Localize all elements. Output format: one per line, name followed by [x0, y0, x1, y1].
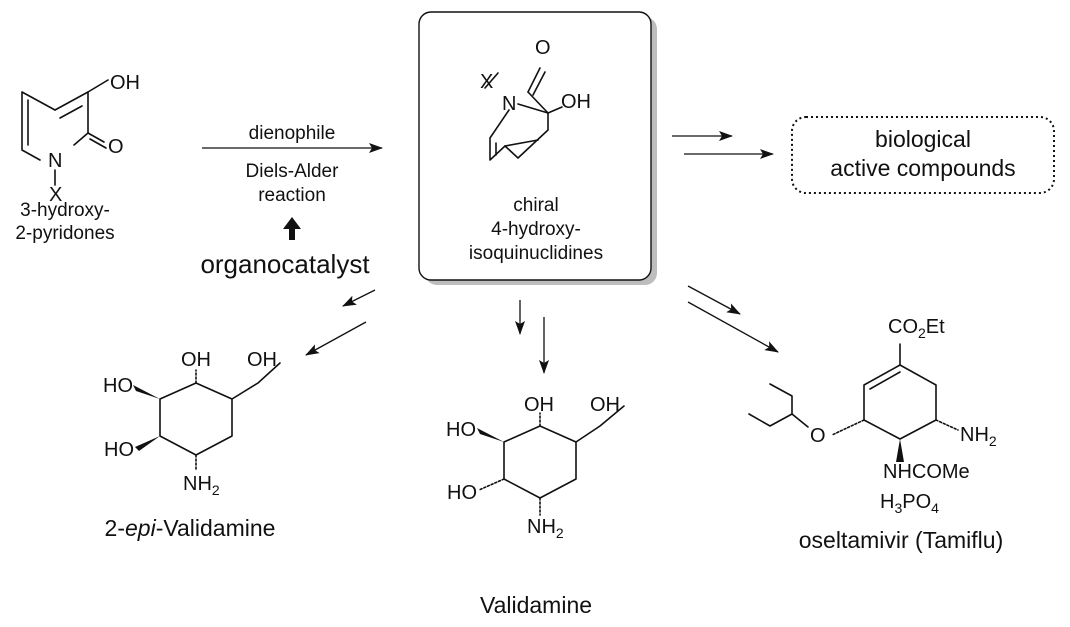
epi-validamine-name: 2-epi-Validamine	[105, 515, 276, 541]
intermediate-name-line2: 4-hydroxy-	[491, 219, 581, 240]
catalyst-up-arrow-icon	[283, 217, 301, 240]
dienophile-label: dienophile	[249, 123, 336, 144]
pyridone-n-label: N	[48, 150, 62, 172]
pyridone-structure: OH O N X	[21, 72, 140, 206]
isoq-n-label: N	[502, 93, 516, 115]
osel-co2et-label: CO2Et	[888, 316, 945, 341]
intermediate-name-line3: isoquinuclidines	[469, 243, 603, 264]
organocatalyst-label: organocatalyst	[200, 249, 370, 279]
pyridone-name-line2: 2-pyridones	[15, 223, 114, 244]
oseltamivir-name: oseltamivir (Tamiflu)	[799, 527, 1003, 553]
pyridone-name-line1: 3-hydroxy-	[20, 200, 110, 221]
val-ho-lower-label: HO	[447, 482, 477, 504]
pyridone-x-label: X	[49, 184, 62, 206]
arrow-to-epi-validamine-2	[305, 321, 367, 356]
pyridone-o-label: O	[108, 136, 124, 158]
arrow-to-oseltamivir-2	[687, 301, 779, 353]
isoq-oh-label: OH	[561, 91, 591, 113]
isoquinuclidine-structure: O X N OH	[480, 37, 591, 161]
diels-alder-label: Diels-Alder	[246, 161, 340, 182]
bioactive-line1: biological	[875, 126, 971, 152]
isoq-x-label: X	[480, 71, 493, 93]
intermediate-box	[418, 11, 652, 281]
osel-o-label: O	[810, 425, 826, 447]
val-oh-top-label: OH	[524, 394, 554, 416]
validamine-structure: OH OH HO HO NH2	[446, 394, 625, 541]
val-oh-ch2-label: OH	[590, 394, 620, 416]
isoq-o-label: O	[535, 37, 551, 59]
val-nh2-label: NH2	[527, 516, 564, 541]
arrow-to-epi-validamine-1	[342, 289, 376, 307]
epi-oh-ch2-label: OH	[247, 349, 277, 371]
reaction-label: reaction	[258, 185, 326, 206]
intermediate-name-line1: chiral	[513, 195, 558, 216]
bioactive-box	[791, 116, 1055, 194]
val-ho-upper-label: HO	[446, 419, 476, 441]
arrow-to-oseltamivir-1	[687, 285, 741, 315]
bioactive-line2: active compounds	[830, 155, 1015, 181]
epi-ho-lower-label: HO	[104, 439, 134, 461]
epi-validamine-structure: OH OH HO HO NH2	[103, 349, 281, 498]
epi-oh-top-label: OH	[181, 349, 211, 371]
oseltamivir-structure: CO2Et O NH2 NHCOMe H3PO4	[748, 316, 997, 516]
epi-ho-upper-label: HO	[103, 375, 133, 397]
pyridone-oh-label: OH	[110, 72, 140, 94]
validamine-name: Validamine	[480, 592, 592, 618]
osel-nhcome-label: NHCOMe	[883, 461, 970, 483]
osel-nh2-label: NH2	[960, 424, 997, 449]
osel-h3po4-label: H3PO4	[880, 491, 939, 516]
epi-nh2-label: NH2	[183, 473, 220, 498]
